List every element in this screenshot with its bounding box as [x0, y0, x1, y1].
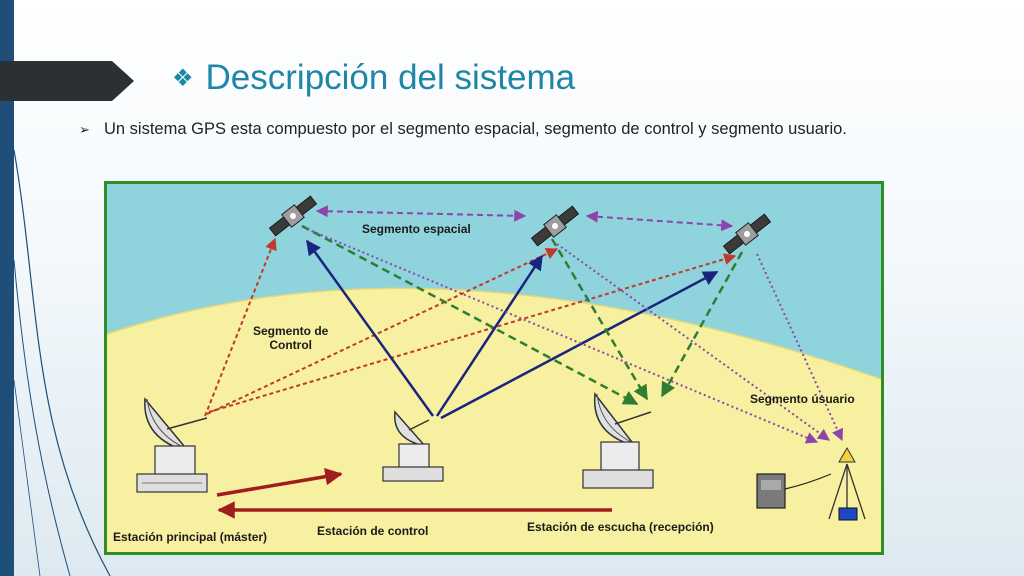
user-link-sat1: [306, 228, 819, 444]
gps-antenna-tripod-icon: [828, 446, 866, 521]
left-decorative-lines: [13, 149, 111, 576]
intersatellite-link-2: [585, 210, 734, 232]
monitor-station-antenna-icon: [582, 392, 654, 489]
downlink-sat3: [660, 251, 744, 398]
uplink-sat1: [305, 239, 435, 417]
label-segmento-control-line2: Control: [269, 338, 312, 352]
label-segmento-usuario: Segmento úsuario: [750, 392, 855, 406]
user-link-sat2: [556, 243, 830, 441]
uplink-sat2: [435, 254, 544, 417]
ground-arrow-to-control: [216, 468, 343, 497]
four-diamond-bullet-icon: ❖: [172, 64, 194, 92]
downlink-sat2: [550, 238, 649, 401]
label-estacion-escucha: Estación de escucha (recepción): [527, 520, 714, 534]
control-link-sat2: [206, 248, 559, 415]
arrowhead-bullet-icon: ➢: [79, 122, 90, 137]
label-segmento-espacial: Segmento espacial: [362, 222, 471, 236]
uplink-sat3: [440, 270, 719, 420]
user-link-sat3: [756, 253, 843, 442]
earth-ground: [107, 288, 881, 552]
left-accent-bar: [0, 0, 14, 576]
control-link-sat3: [208, 253, 737, 413]
title-tab-shape: [0, 61, 134, 101]
label-estacion-principal: Estación principal (máster): [113, 530, 268, 544]
horizon-line: [107, 287, 881, 380]
satellite-icon-1: [268, 195, 318, 237]
intersatellite-link-1: [315, 205, 527, 222]
satellite-icon-3: [722, 213, 772, 255]
gps-diagram-canvas: [107, 184, 881, 552]
bullet-item: ➢ Un sistema GPS esta compuesto por el s…: [79, 118, 900, 141]
label-estacion-control: Estación de control: [317, 524, 429, 538]
satellite-icon-2: [530, 205, 580, 247]
bullet-text: Un sistema GPS esta compuesto por el seg…: [104, 120, 847, 138]
slide-title-text: Descripción del sistema: [205, 58, 576, 97]
slide-title: ❖ Descripción del sistema: [172, 58, 575, 98]
label-segmento-control-line1: Segmento de: [253, 324, 329, 338]
master-station-antenna-icon: [136, 397, 208, 493]
gps-diagram: Segmento espacial Segmento de Control Se…: [104, 181, 884, 555]
gps-receiver-icon: [756, 473, 832, 509]
downlink-sat1: [301, 224, 639, 406]
control-station-antenna-icon: [382, 410, 444, 482]
label-segmento-control: Segmento de Control: [253, 324, 328, 352]
control-link-sat1: [204, 237, 277, 417]
